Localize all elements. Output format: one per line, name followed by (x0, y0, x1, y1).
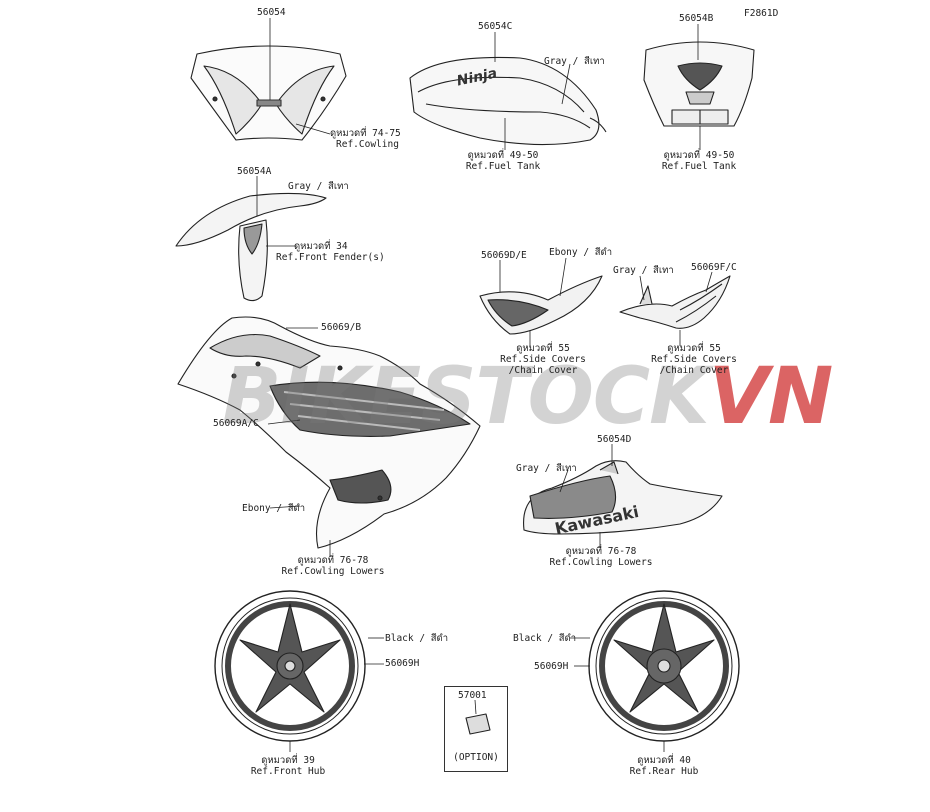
part-number-56069b: 56069/B (321, 322, 362, 333)
front-cowl-part (643, 24, 755, 150)
part-number-56054c: 56054C (478, 21, 513, 32)
color-ebony-sidecover: Ebony / สีดำ (549, 247, 613, 258)
fuel-tank-part (409, 32, 607, 150)
color-gray-tank: Gray / สีเทา (544, 56, 605, 67)
side-cover-left-part (479, 257, 603, 346)
rear-wheel-part (570, 590, 740, 752)
option-part (465, 699, 491, 735)
part-number-56069de: 56069D/E (481, 250, 527, 261)
part-number-56054: 56054 (257, 7, 286, 18)
side-cover-right-part (619, 271, 731, 346)
option-label: (OPTION) (453, 752, 499, 763)
front-fender-part (175, 176, 327, 302)
lower-cowl-part (523, 444, 723, 548)
color-ebony-cowling: Ebony / สีดำ (242, 503, 306, 514)
part-number-56069h-rear: 56069H (534, 661, 569, 672)
color-gray-lower: Gray / สีเทา (516, 463, 577, 474)
part-number-56069fc: 56069F/C (691, 262, 737, 273)
color-gray-fender: Gray / สีเทา (288, 181, 349, 192)
color-black-rear: Black / สีดำ (513, 633, 577, 644)
figure-code: F2861D (744, 8, 779, 19)
windshield-part (190, 18, 347, 141)
part-number-56069ac: 56069A/C (213, 418, 259, 429)
part-number-56054a: 56054A (237, 166, 272, 177)
color-black-front: Black / สีดำ (385, 633, 449, 644)
watermark: BIKESTOCKVN (222, 352, 833, 442)
part-number-56054d: 56054D (597, 434, 632, 445)
color-gray-sidecover: Gray / สีเทา (613, 265, 674, 276)
fairing-part (177, 316, 481, 556)
option-box (444, 686, 508, 772)
front-wheel-part (214, 590, 384, 752)
part-number-56054b: 56054B (679, 13, 714, 24)
part-number-56069h-front: 56069H (385, 658, 420, 669)
part-number-57001: 57001 (458, 690, 487, 701)
